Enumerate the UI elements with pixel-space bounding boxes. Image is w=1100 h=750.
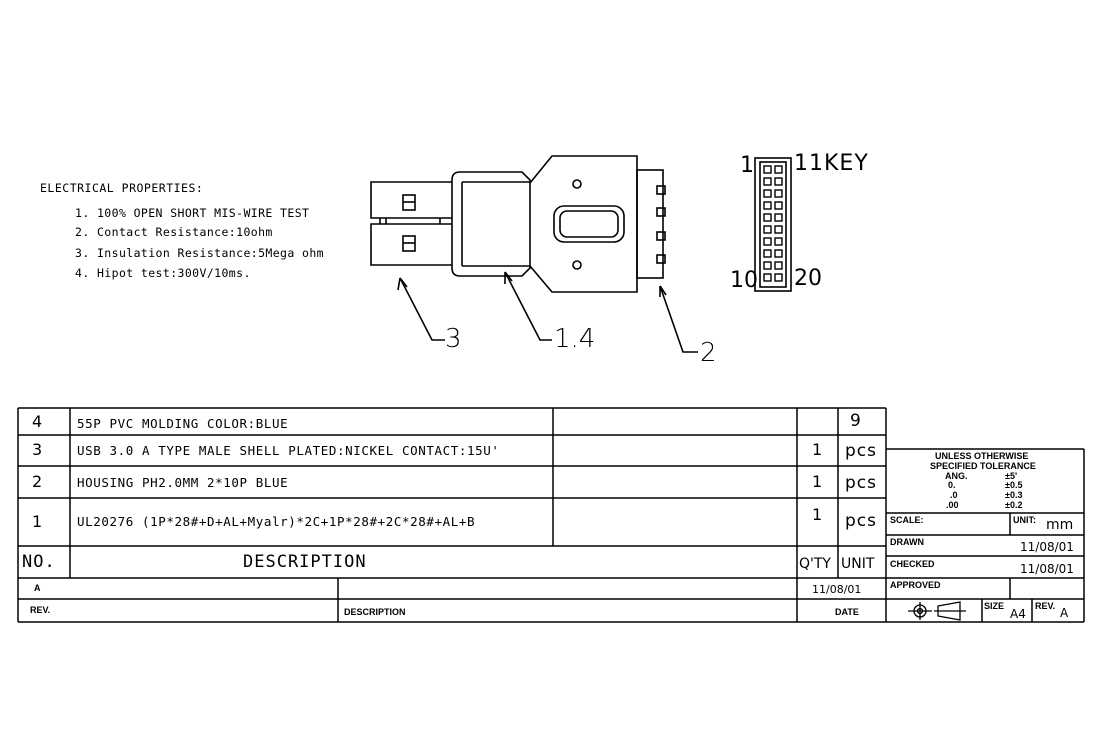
pin bbox=[763, 177, 772, 186]
tolerance-d2-value: ±0.2 bbox=[1005, 500, 1023, 510]
tolerance-d1-value: ±0.3 bbox=[1005, 490, 1023, 500]
bom-header-qty: Q'TY bbox=[799, 556, 831, 572]
tolerance-d2-label: .00 bbox=[946, 500, 959, 510]
bom-row-2-qty: 1 bbox=[812, 472, 823, 491]
bom-row-1-no: 1 bbox=[32, 512, 43, 531]
leader-1-4 bbox=[504, 271, 552, 341]
checked-date: 11/08/01 bbox=[1020, 562, 1074, 576]
drawn-date: 11/08/01 bbox=[1020, 540, 1074, 554]
pin-11-key-label: 11KEY bbox=[794, 151, 869, 176]
bom-row-3-unit: pcs bbox=[845, 441, 877, 461]
electrical-item-1: 1. 100% OPEN SHORT MIS-WIRE TEST bbox=[75, 206, 310, 220]
pin bbox=[774, 213, 783, 222]
pin-grid bbox=[763, 165, 783, 282]
title-rev-value: A bbox=[1060, 606, 1069, 620]
unit-label: UNIT: bbox=[1013, 515, 1036, 525]
callout-1-4: 1.4 bbox=[554, 324, 596, 354]
bom-row-4-no: 4 bbox=[32, 412, 43, 431]
pin bbox=[774, 165, 783, 174]
revision-date-label: DATE bbox=[835, 607, 859, 617]
pin bbox=[774, 237, 783, 246]
usb-a-plug bbox=[370, 181, 452, 266]
pin bbox=[763, 201, 772, 210]
pin bbox=[774, 189, 783, 198]
size-value: A4 bbox=[1010, 607, 1026, 621]
pin bbox=[763, 165, 772, 174]
scale-label: SCALE: bbox=[890, 515, 924, 525]
bom-row-1-qty: 1 bbox=[812, 505, 823, 524]
leader-2 bbox=[659, 285, 698, 353]
bom-row-1-unit: pcs bbox=[845, 511, 877, 531]
pin bbox=[763, 225, 772, 234]
leader-3 bbox=[399, 277, 445, 341]
revision-date-value: 11/08/01 bbox=[812, 583, 862, 596]
pin bbox=[774, 273, 783, 282]
bom-row-2-no: 2 bbox=[32, 472, 43, 491]
bom-row-3-desc: USB 3.0 A TYPE MALE SHELL PLATED:NICKEL … bbox=[77, 443, 500, 458]
pin-20-label: 20 bbox=[794, 266, 822, 291]
pin bbox=[763, 273, 772, 282]
pin bbox=[763, 213, 772, 222]
bom-row-3-no: 3 bbox=[32, 440, 43, 459]
drawn-label: DRAWN bbox=[890, 537, 924, 547]
pvc-molding bbox=[451, 171, 531, 277]
pin-1-label: 1 bbox=[740, 153, 754, 178]
pin bbox=[774, 261, 783, 270]
pin bbox=[763, 189, 772, 198]
pin bbox=[763, 261, 772, 270]
bom-row-4-unit: 9 bbox=[850, 411, 862, 431]
bom-row-1-desc: UL20276 (1P*28#+D+AL+Myalr)*2C+1P*28#+2C… bbox=[77, 514, 476, 529]
tolerance-ang-value: ±5' bbox=[1005, 471, 1018, 481]
tolerance-title-1: UNLESS OTHERWISE bbox=[935, 451, 1029, 461]
pin bbox=[774, 249, 783, 258]
projection-symbol bbox=[908, 601, 966, 621]
size-label: SIZE bbox=[984, 601, 1005, 611]
approved-label: APPROVED bbox=[890, 580, 941, 590]
pin bbox=[774, 177, 783, 186]
bom-row-2-unit: pcs bbox=[845, 473, 877, 493]
pin-10-label: 10 bbox=[730, 268, 758, 293]
revision-description-label: DESCRIPTION bbox=[344, 607, 406, 617]
callout-3: 3 bbox=[445, 324, 462, 354]
tolerance-d1-label: .0 bbox=[950, 490, 958, 500]
unit-value: mm bbox=[1046, 517, 1074, 533]
bom-row-4-desc: 55P PVC MOLDING COLOR:BLUE bbox=[77, 416, 289, 431]
pin bbox=[774, 225, 783, 234]
bom-header-description: DESCRIPTION bbox=[243, 552, 367, 572]
pin bbox=[763, 237, 772, 246]
pin bbox=[763, 249, 772, 258]
bom-header-no: NO. bbox=[22, 552, 56, 572]
electrical-item-2: 2. Contact Resistance:10ohm bbox=[75, 225, 273, 239]
tolerance-ang-label: ANG. bbox=[945, 471, 968, 481]
title-rev-label: REV. bbox=[1035, 601, 1056, 611]
pin bbox=[774, 201, 783, 210]
tolerance-d0-label: 0. bbox=[948, 480, 956, 490]
tolerance-title-2: SPECIFIED TOLERANCE bbox=[930, 461, 1036, 471]
bom-row-2-desc: HOUSING PH2.0MM 2*10P BLUE bbox=[77, 475, 289, 490]
pinout-diagram bbox=[754, 157, 792, 292]
bom-header-unit: UNIT bbox=[841, 556, 875, 572]
tolerance-d0-value: ±0.5 bbox=[1005, 480, 1023, 490]
electrical-properties-title: ELECTRICAL PROPERTIES: bbox=[40, 181, 204, 195]
housing-body bbox=[529, 155, 666, 293]
electrical-item-3: 3. Insulation Resistance:5Mega ohm bbox=[75, 246, 325, 260]
electrical-item-4: 4. Hipot test:300V/10ms. bbox=[75, 266, 251, 280]
checked-label: CHECKED bbox=[890, 559, 935, 569]
revision-rev-label: REV. bbox=[30, 605, 51, 615]
bom-row-3-qty: 1 bbox=[812, 440, 823, 459]
revision-value: A bbox=[34, 583, 41, 593]
callout-2: 2 bbox=[700, 338, 717, 368]
